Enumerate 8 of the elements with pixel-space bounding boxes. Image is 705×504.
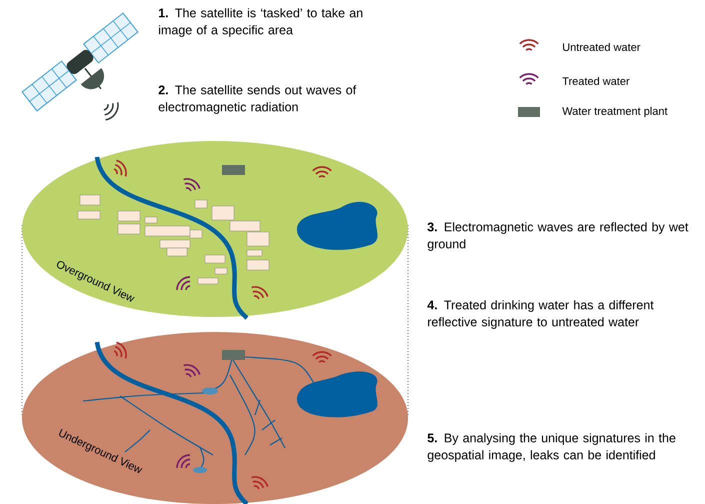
step-text: 1. The satellite is ‘tasked’ to take an image of a specific area — [158, 8, 362, 37]
legend-text: Untreated water — [563, 42, 640, 52]
legend-text: Water treatment plant — [562, 106, 668, 118]
step-text: 3. Electromagnetic waves are reflected by wet ground — [427, 222, 688, 251]
step-text: 4. Treated drinking water has a different reflective signature to untreated water — [427, 300, 654, 329]
step-text: 5. By analysing the unique signatures in the geospatial image, leaks can be identified — [428, 433, 676, 462]
step-text: 2. The satellite sends out waves of electromagnetic radiation — [158, 85, 356, 114]
legend-text: Treated water — [562, 76, 630, 86]
